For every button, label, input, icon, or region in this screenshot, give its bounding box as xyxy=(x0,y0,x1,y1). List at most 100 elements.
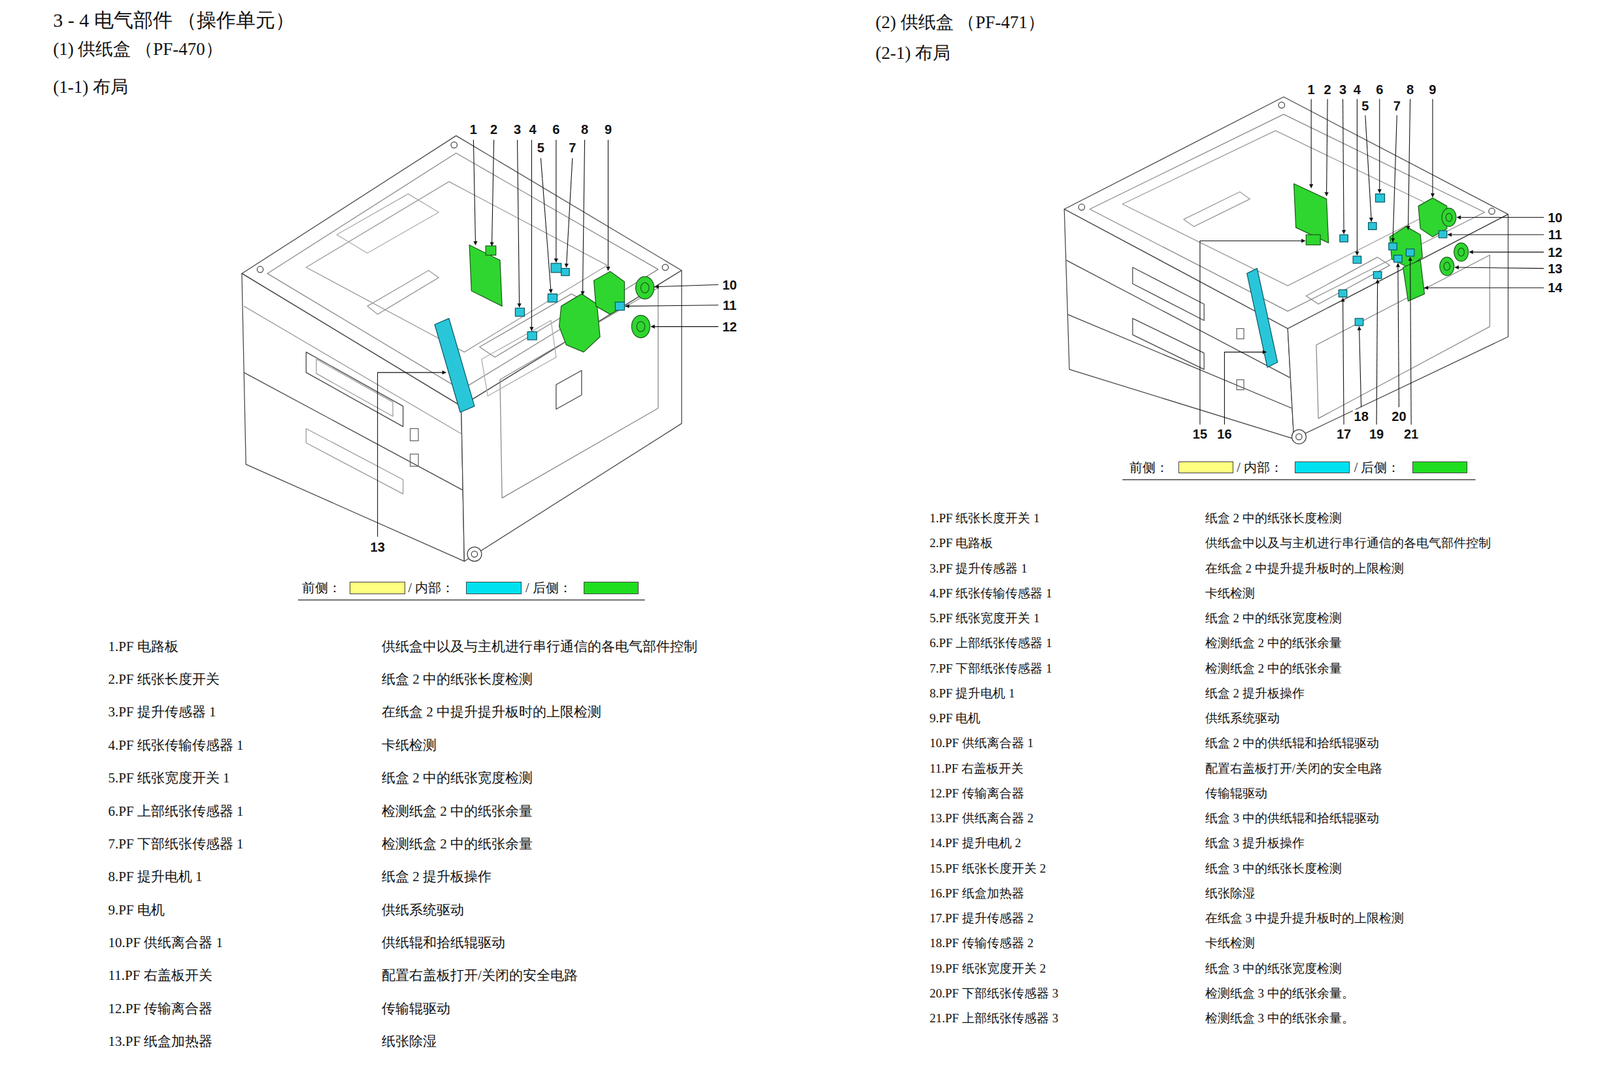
table-cell: 9.PF 电机 xyxy=(929,711,981,727)
leader-line xyxy=(377,139,719,537)
table-cell: 供纸盒中以及与主机进行串行通信的各电气部件控制 xyxy=(1205,535,1491,551)
callout-number: 2 xyxy=(488,122,499,137)
callout-number: 1 xyxy=(1306,83,1317,97)
table-cell: 7.PF 下部纸张传感器 1 xyxy=(107,835,244,853)
electrical-parts xyxy=(1294,183,1469,302)
table-cell: 在纸盒 2 中提升提升板时的上限检测 xyxy=(381,704,602,721)
inner-parts xyxy=(434,263,625,413)
table-cell: 13.PF 纸盒加热器 xyxy=(107,1033,213,1050)
table-cell: 16.PF 纸盒加热器 xyxy=(929,885,1025,901)
callout-number: 15 xyxy=(1191,426,1209,441)
legend-text: / 内部： xyxy=(1236,459,1284,476)
table-cell: 21.PF 上部纸张传感器 3 xyxy=(929,1011,1059,1027)
callout-number: 7 xyxy=(1392,99,1402,114)
callout-number: 11 xyxy=(721,298,738,312)
table-cell: 卡纸检测 xyxy=(1205,935,1255,951)
table-cell: 传输辊驱动 xyxy=(381,1000,451,1017)
table-cell: 10.PF 供纸离合器 1 xyxy=(107,934,223,951)
table-cell: 1.PF 纸张长度开关 1 xyxy=(929,511,1040,527)
callout-number: 5 xyxy=(1360,99,1370,114)
callout-number: 4 xyxy=(1352,83,1363,97)
table-cell: 配置右盖板打开/关闭的安全电路 xyxy=(1205,760,1383,776)
table-cell: 检测纸盒 2 中的纸张余量 xyxy=(1205,635,1342,651)
table-cell: 17.PF 提升传感器 2 xyxy=(929,911,1034,927)
callout-number: 10 xyxy=(1546,210,1564,225)
callout-number: 10 xyxy=(720,277,738,292)
legend-text: 前侧： xyxy=(1129,459,1169,476)
section-heading: (2) 供纸盒 （PF-471） xyxy=(875,11,1046,33)
callout-number: 20 xyxy=(1390,409,1408,423)
callout-number: 3 xyxy=(512,122,523,137)
callout-number: 8 xyxy=(1405,83,1416,97)
table-cell: 卡纸检测 xyxy=(381,737,437,754)
table-cell: 供纸系统驱动 xyxy=(1205,711,1280,727)
callout-number: 19 xyxy=(1367,426,1385,441)
table-cell: 纸盒 3 中的供纸辊和拾纸辊驱动 xyxy=(1205,811,1380,827)
table-cell: 14.PF 提升电机 2 xyxy=(929,835,1021,851)
legend-text: / 内部： xyxy=(407,579,455,596)
callout-number: 21 xyxy=(1402,426,1420,441)
leader-line xyxy=(1200,98,1544,425)
table-cell: 检测纸盒 2 中的纸张余量 xyxy=(381,835,533,853)
table-cell: 纸盒 2 中的供纸辊和拾纸辊驱动 xyxy=(1205,735,1380,751)
callout-number: 8 xyxy=(579,122,590,137)
legend-swatch xyxy=(1412,461,1468,474)
table-cell: 18.PF 传输传感器 2 xyxy=(929,935,1034,951)
table-cell: 卡纸检测 xyxy=(1205,585,1255,601)
legend-text: / 后侧： xyxy=(525,579,572,596)
callout-number: 7 xyxy=(567,141,578,155)
electrical-parts xyxy=(469,245,655,353)
callout-number: 12 xyxy=(1546,245,1564,259)
callout-number: 11 xyxy=(1547,228,1564,242)
callout-number: 9 xyxy=(1427,83,1438,97)
callout-number: 4 xyxy=(527,122,538,137)
legend-swatch xyxy=(466,581,521,595)
table-cell: 检测纸盒 2 中的纸张余量 xyxy=(381,803,533,820)
page-title: 3 - 4 电气部件 （操作单元） xyxy=(52,8,295,33)
table-cell: 检测纸盒 3 中的纸张余量。 xyxy=(1205,985,1355,1001)
legend-swatch xyxy=(1178,461,1234,474)
section-heading: (2-1) 布局 xyxy=(875,42,951,64)
table-cell: 4.PF 纸张传输传感器 1 xyxy=(929,585,1052,601)
table-cell: 纸盒 3 中的纸张宽度检测 xyxy=(1205,960,1342,976)
callout-number: 12 xyxy=(720,319,738,334)
table-cell: 7.PF 下部纸张传感器 1 xyxy=(929,660,1052,676)
legend-swatch xyxy=(349,581,405,595)
table-cell: 4.PF 纸张传输传感器 1 xyxy=(107,737,244,754)
table-cell: 2.PF 电路板 xyxy=(929,535,993,551)
table-cell: 纸盒 2 提升板操作 xyxy=(1205,685,1305,701)
callout-number: 14 xyxy=(1546,281,1564,295)
table-cell: 纸盒 3 提升板操作 xyxy=(1205,835,1305,851)
callout-number: 18 xyxy=(1352,409,1370,423)
table-cell: 纸盒 2 中的纸张宽度检测 xyxy=(1205,611,1342,627)
table-cell: 纸盒 2 提升板操作 xyxy=(381,869,492,886)
table-cell: 纸盒 3 中的纸张长度检测 xyxy=(1205,860,1342,876)
legend-rule xyxy=(1122,479,1476,480)
callout-number: 13 xyxy=(369,539,387,554)
callout-number: 9 xyxy=(603,122,614,137)
inner-parts xyxy=(1247,194,1448,368)
table-cell: 6.PF 上部纸张传感器 1 xyxy=(107,803,244,820)
table-cell: 供纸系统驱动 xyxy=(381,901,465,919)
table-cell: 检测纸盒 2 中的纸张余量 xyxy=(1205,660,1342,676)
callout-number: 6 xyxy=(550,122,561,137)
table-cell: 13.PF 供纸离合器 2 xyxy=(929,811,1034,827)
table-cell: 9.PF 电机 xyxy=(107,901,165,919)
section-heading: (1) 供纸盒 （PF-470） xyxy=(52,38,223,60)
table-cell: 5.PF 纸张宽度开关 1 xyxy=(107,770,230,787)
legend-swatch xyxy=(1294,461,1350,474)
table-cell: 12.PF 传输离合器 xyxy=(929,785,1025,801)
table-cell: 供纸辊和拾纸辊驱动 xyxy=(381,934,506,951)
table-cell: 6.PF 上部纸张传感器 1 xyxy=(929,635,1052,651)
table-cell: 8.PF 提升电机 1 xyxy=(107,869,202,886)
legend-rule xyxy=(298,599,646,600)
table-cell: 3.PF 提升传感器 1 xyxy=(107,704,216,721)
table-cell: 20.PF 下部纸张传感器 3 xyxy=(929,985,1059,1001)
callout-number: 6 xyxy=(1374,83,1385,97)
callout-number: 16 xyxy=(1215,426,1233,441)
table-cell: 19.PF 纸张宽度开关 2 xyxy=(929,960,1046,976)
table-cell: 3.PF 提升传感器 1 xyxy=(929,560,1027,576)
table-cell: 2.PF 纸张长度开关 xyxy=(107,671,219,689)
table-cell: 8.PF 提升电机 1 xyxy=(929,685,1015,701)
feeder-housing xyxy=(241,135,682,562)
